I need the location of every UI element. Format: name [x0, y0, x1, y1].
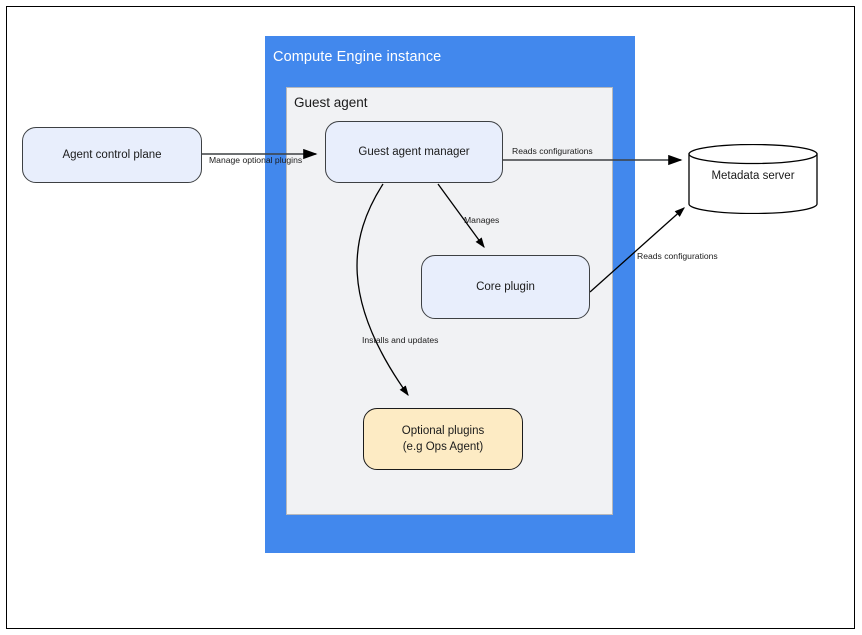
edge-label-manage-optional-plugins: Manage optional plugins — [209, 155, 303, 165]
node-agent-control-plane-label: Agent control plane — [62, 149, 162, 161]
edge-label-reads-configurations-core: Reads configurations — [637, 251, 718, 261]
node-metadata-server-label: Metadata server — [711, 170, 795, 182]
node-optional-plugins-label: Optional plugins (e.g Ops Agent) — [401, 425, 485, 453]
container-compute-engine-instance-label: Compute Engine instance — [273, 49, 442, 65]
container-guest-agent-label: Guest agent — [294, 95, 368, 110]
node-guest-agent-manager[interactable]: Guest agent manager — [325, 121, 503, 183]
node-guest-agent-manager-label: Guest agent manager — [358, 146, 470, 158]
node-agent-control-plane[interactable]: Agent control plane — [22, 127, 202, 183]
node-core-plugin-label: Core plugin — [476, 281, 535, 293]
edge-label-installs-and-updates: Installs and updates — [362, 335, 439, 345]
node-optional-plugins[interactable]: Optional plugins (e.g Ops Agent) — [363, 408, 523, 470]
edge-label-manages: Manages — [464, 215, 500, 225]
edge-label-reads-configurations-manager: Reads configurations — [512, 146, 593, 156]
node-metadata-server[interactable] — [688, 144, 818, 214]
node-core-plugin[interactable]: Core plugin — [421, 255, 590, 319]
page-border — [6, 6, 855, 629]
